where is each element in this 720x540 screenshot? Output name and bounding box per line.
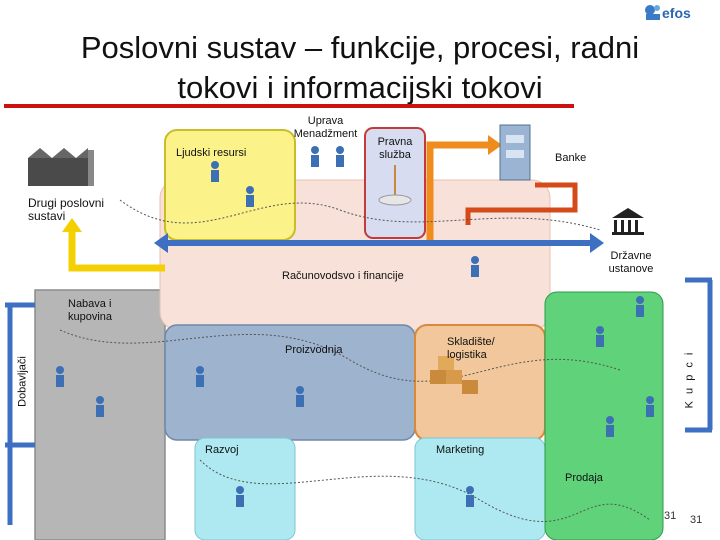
flow-line: [119, 199, 601, 231]
people-icons: [56, 146, 654, 507]
scales-icon: [378, 165, 412, 206]
arrow-to-other-systems: [68, 232, 165, 272]
label-purchasing: Nabava i kupovina: [68, 298, 113, 323]
label-customers: K u p c i: [683, 350, 696, 409]
logo-mark-icon: [645, 5, 660, 20]
label-management: Uprava Menadžment: [293, 115, 358, 140]
boxes-icon: [430, 356, 478, 394]
arrow-state-right-head: [590, 233, 604, 253]
arrow-from-banks: [465, 182, 578, 225]
flow-line: [59, 329, 621, 382]
logo-text: efos: [662, 5, 691, 21]
region-development: [194, 437, 296, 540]
bank-server-icon: [499, 124, 531, 181]
page-number-footer: 31: [690, 514, 703, 526]
label-warehouse: Skladište/ logistika: [447, 336, 495, 361]
label-state-institutions: Državne ustanove: [608, 250, 654, 275]
label-other-systems: Drugi poslovni sustavi: [28, 196, 105, 223]
factory-icon: [28, 148, 94, 186]
label-production: Proizvodnja: [285, 344, 343, 356]
region-sales: [544, 291, 664, 540]
label-suppliers: Dobavljači: [16, 356, 29, 407]
efos-logo: efos: [640, 2, 718, 24]
label-legal: Pravna služba: [377, 136, 413, 161]
label-marketing: Marketing: [436, 444, 485, 456]
page-title: Poslovni sustav – funkcije, procesi, rad…: [80, 30, 640, 105]
label-hr: Ljudski resursi: [176, 147, 247, 159]
government-building-icon: [612, 208, 644, 235]
label-finance: Računovodsvo i financije: [282, 270, 404, 282]
page-number: 31: [664, 510, 677, 522]
label-development: Razvoj: [205, 444, 239, 456]
label-banks: Banke: [555, 152, 587, 164]
arrow-state-left-head: [154, 233, 168, 253]
title-underline: [4, 104, 574, 108]
arrow-to-banks-head: [488, 135, 502, 155]
arrow-to-banks: [426, 141, 488, 240]
arrow-to-other-systems-head: [62, 218, 82, 232]
label-sales: Prodaja: [565, 472, 603, 484]
